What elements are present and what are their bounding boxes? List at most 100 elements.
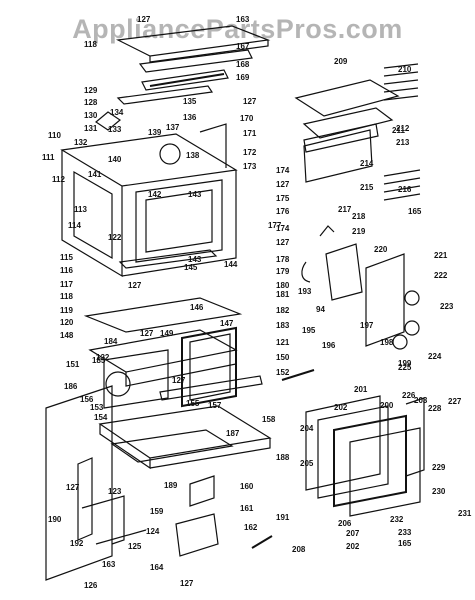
part-label-120: 120 (60, 318, 74, 327)
part-label-165: 165 (398, 539, 412, 548)
part-label-127: 127 (180, 579, 194, 588)
part-label-224: 224 (428, 352, 442, 361)
part-label-202: 202 (346, 542, 360, 551)
part-label-152: 152 (276, 368, 290, 377)
part-label-142: 142 (148, 190, 162, 199)
part-label-222: 222 (434, 271, 448, 280)
part-label-165: 165 (408, 207, 422, 216)
part-label-127: 127 (276, 238, 290, 247)
part-label-214: 214 (360, 159, 374, 168)
part-label-185: 185 (92, 356, 106, 365)
part-label-183: 183 (276, 321, 290, 330)
part-label-218: 218 (352, 212, 366, 221)
part-label-219: 219 (352, 227, 366, 236)
part-label-148: 148 (60, 331, 74, 340)
part-label-176: 176 (276, 207, 290, 216)
part-label-197: 197 (360, 321, 374, 330)
part-label-213: 213 (396, 138, 410, 147)
part-label-160: 160 (240, 482, 254, 491)
part-label-195: 195 (302, 326, 316, 335)
part-label-121: 121 (276, 338, 290, 347)
part-label-124: 124 (146, 527, 160, 536)
part-label-143: 143 (188, 255, 202, 264)
part-label-173: 173 (243, 162, 257, 171)
part-label-117: 117 (60, 280, 73, 289)
part-label-131: 131 (84, 124, 98, 133)
part-label-167: 167 (236, 42, 250, 51)
part-label-191: 191 (276, 513, 290, 522)
part-label-158: 158 (262, 415, 276, 424)
lower-compartment (83, 297, 272, 470)
part-label-202: 202 (334, 403, 348, 412)
part-label-203: 203 (414, 396, 428, 405)
part-label-155: 155 (186, 399, 200, 408)
part-label-201: 201 (354, 385, 368, 394)
part-label-179: 179 (276, 267, 290, 276)
part-label-188: 188 (276, 453, 290, 462)
part-label-198: 198 (380, 338, 394, 347)
part-label-169: 169 (236, 73, 250, 82)
part-label-145: 145 (184, 263, 198, 272)
part-label-229: 229 (432, 463, 446, 472)
part-label-118: 118 (60, 292, 73, 301)
bottom-brackets (175, 475, 273, 557)
part-label-220: 220 (374, 245, 388, 254)
part-label-122: 122 (96, 353, 110, 362)
part-label-112: 112 (52, 175, 65, 184)
part-label-144: 144 (224, 260, 238, 269)
part-label-231: 231 (458, 509, 472, 518)
part-label-116: 116 (60, 266, 73, 275)
part-label-190: 190 (48, 515, 62, 524)
part-label-118: 118 (84, 40, 97, 49)
part-label-205: 205 (300, 459, 314, 468)
part-label-168: 168 (236, 60, 250, 69)
part-label-174: 174 (276, 224, 290, 233)
part-label-138: 138 (186, 151, 200, 160)
part-label-156: 156 (80, 395, 94, 404)
part-label-226: 226 (402, 391, 416, 400)
part-label-123: 123 (108, 487, 122, 496)
part-label-162: 162 (244, 523, 258, 532)
part-label-209: 209 (334, 57, 348, 66)
part-label-216: 216 (398, 185, 412, 194)
part-label-207: 207 (346, 529, 360, 538)
part-label-221: 221 (434, 251, 448, 260)
part-label-128: 128 (84, 98, 98, 107)
part-label-232: 232 (390, 515, 404, 524)
part-label-115: 115 (60, 253, 73, 262)
part-label-172: 172 (243, 148, 257, 157)
part-label-137: 137 (166, 123, 180, 132)
part-label-129: 129 (84, 86, 98, 95)
part-label-171: 171 (243, 129, 257, 138)
part-label-139: 139 (148, 128, 162, 137)
part-label-210: 210 (398, 65, 412, 74)
part-label-127: 127 (140, 329, 154, 338)
part-label-127: 127 (66, 483, 80, 492)
part-label-94: 94 (316, 305, 325, 314)
part-label-143: 143 (188, 190, 202, 199)
part-label-127: 127 (276, 180, 290, 189)
cooktop-assembly (115, 25, 271, 105)
part-label-111: 111 (42, 153, 55, 162)
part-label-153: 153 (90, 403, 104, 412)
part-label-114: 114 (68, 221, 81, 230)
part-label-134: 134 (110, 108, 124, 117)
oven-door (281, 369, 425, 517)
oven-body (60, 111, 238, 278)
part-label-151: 151 (66, 360, 80, 369)
part-label-141: 141 (88, 170, 102, 179)
part-label-215: 215 (360, 183, 374, 192)
part-label-146: 146 (190, 303, 204, 312)
part-label-122: 122 (108, 233, 122, 242)
part-label-211: 211 (392, 126, 405, 135)
part-label-127: 127 (128, 281, 142, 290)
part-label-163: 163 (236, 15, 250, 24)
part-label-154: 154 (94, 413, 108, 422)
part-label-208: 208 (292, 545, 306, 554)
part-label-110: 110 (48, 131, 61, 140)
part-label-204: 204 (300, 424, 314, 433)
part-label-163: 163 (102, 560, 116, 569)
